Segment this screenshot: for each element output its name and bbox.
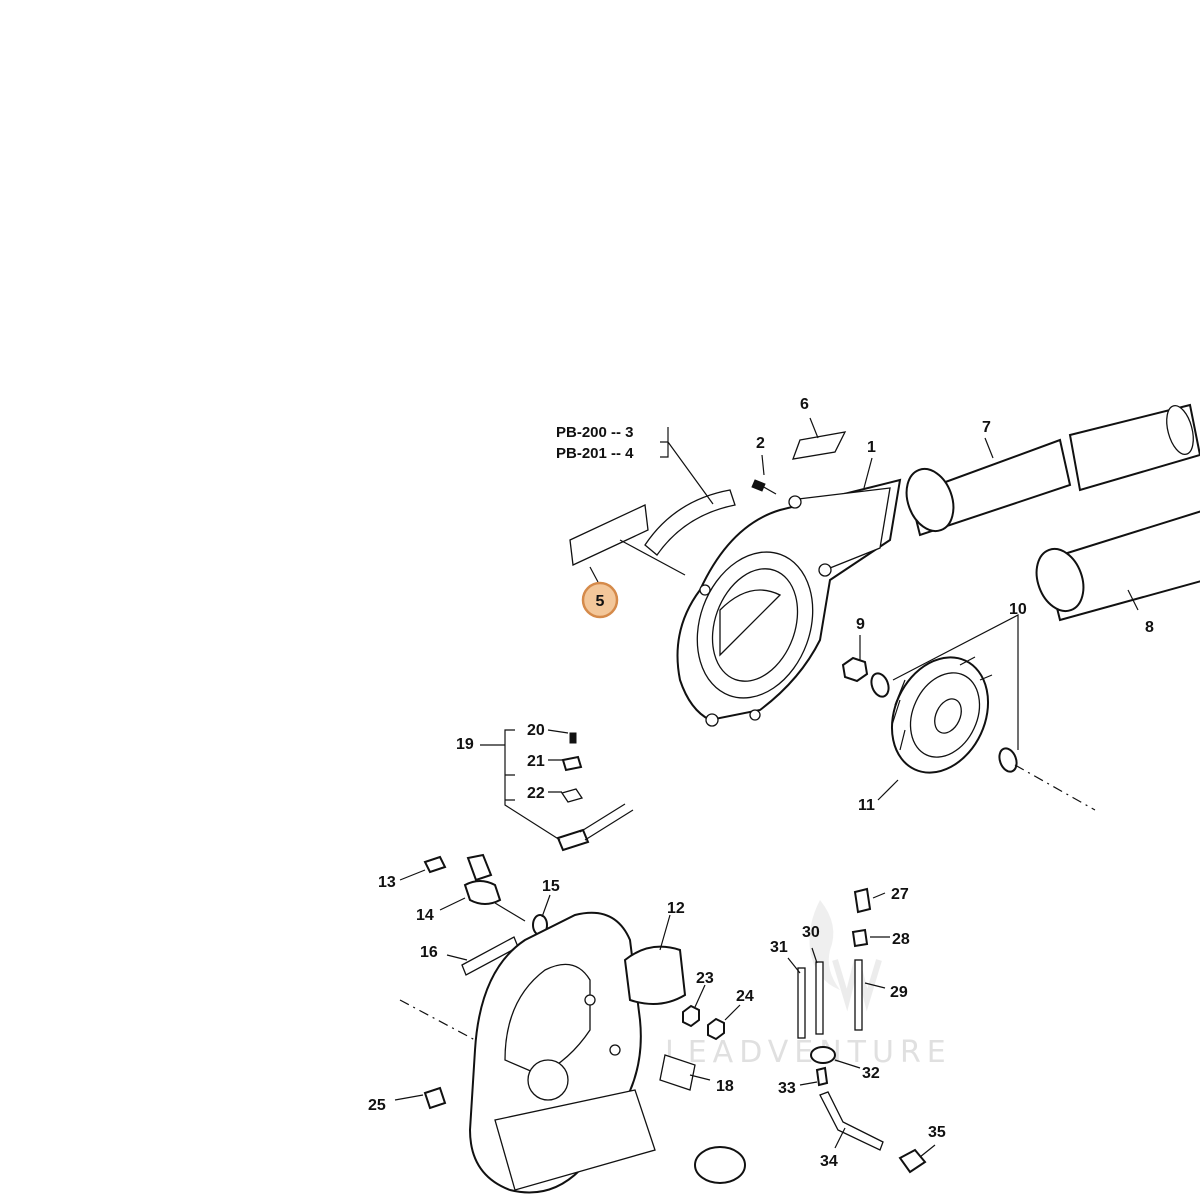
fitting-33 [815,1066,829,1087]
callout-6: 6 [800,396,809,413]
callout-10: 10 [1009,601,1027,618]
callout-22: 22 [527,785,545,802]
callout-28: 28 [892,931,910,948]
nut-9 [841,656,869,683]
blower-pipe-upper [905,403,1200,537]
screw-2 [751,479,777,495]
washer-10a [870,672,890,698]
seal-strip [644,489,736,556]
nut-23 [682,1004,700,1028]
callout-32: 32 [862,1065,880,1082]
callout-18: 18 [716,1078,734,1095]
filter-35 [898,1148,927,1174]
callout-30: 30 [802,924,820,941]
callout-15: 15 [542,878,560,895]
callout-8: 8 [1145,619,1154,636]
impeller [890,656,993,774]
callout-labels: PB-200 -- 3 PB-201 -- 4 1 2 6 7 8 9 10 1… [368,396,1154,1170]
watermark-text: LEADVENTURE [665,1035,952,1070]
callout-2: 2 [756,435,765,452]
callout-14: 14 [416,907,434,924]
tube-29 [854,959,863,1031]
washer-10b [998,747,1018,773]
callout-19: 19 [456,736,474,753]
fitting-13 [423,855,447,874]
callout-21: 21 [527,753,545,770]
plate-22 [560,788,584,803]
callout-25: 25 [368,1097,386,1114]
bolt-25 [423,1086,447,1110]
ignition-coil [556,803,634,852]
fan-housing [676,478,902,727]
model-ref-pb201: PB-201 -- 4 [556,445,634,462]
clip-21 [561,755,583,772]
callout-20: 20 [527,722,545,739]
decal [792,431,847,460]
callout-7: 7 [982,419,991,436]
callout-34: 34 [820,1153,838,1170]
crankcase [468,911,687,1194]
callout-9: 9 [856,616,865,633]
switch-14 [463,853,502,905]
label-plate [569,504,649,566]
tube-31 [797,967,806,1039]
nut-24 [707,1017,725,1041]
tube-30 [815,961,824,1035]
callout-1: 1 [867,439,876,456]
leader-lines [394,417,1139,1158]
callout-11: 11 [858,797,875,814]
model-ref-pb200: PB-200 -- 3 [556,424,634,441]
grommet-32 [810,1046,836,1064]
fuel-line-34 [819,1091,884,1151]
callout-24: 24 [736,988,754,1005]
callout-5: 5 [596,593,605,610]
callout-23: 23 [696,970,714,987]
callout-16: 16 [420,944,438,961]
filter-27 [853,887,872,914]
callout-5-highlighted[interactable]: 5 [581,581,619,619]
callout-12: 12 [667,900,685,917]
callout-29: 29 [890,984,908,1001]
screw-20 [569,732,577,744]
highlight-circle[interactable] [581,581,619,619]
gasket-18 [659,1054,696,1091]
callout-33: 33 [778,1080,796,1097]
callout-31: 31 [770,939,788,956]
callout-35: 35 [928,1124,946,1141]
grommet-28 [851,928,869,948]
blower-pipe-lower [1035,510,1200,622]
fuel-cap [694,1146,746,1184]
callout-27: 27 [891,886,909,903]
callout-13: 13 [378,874,396,891]
